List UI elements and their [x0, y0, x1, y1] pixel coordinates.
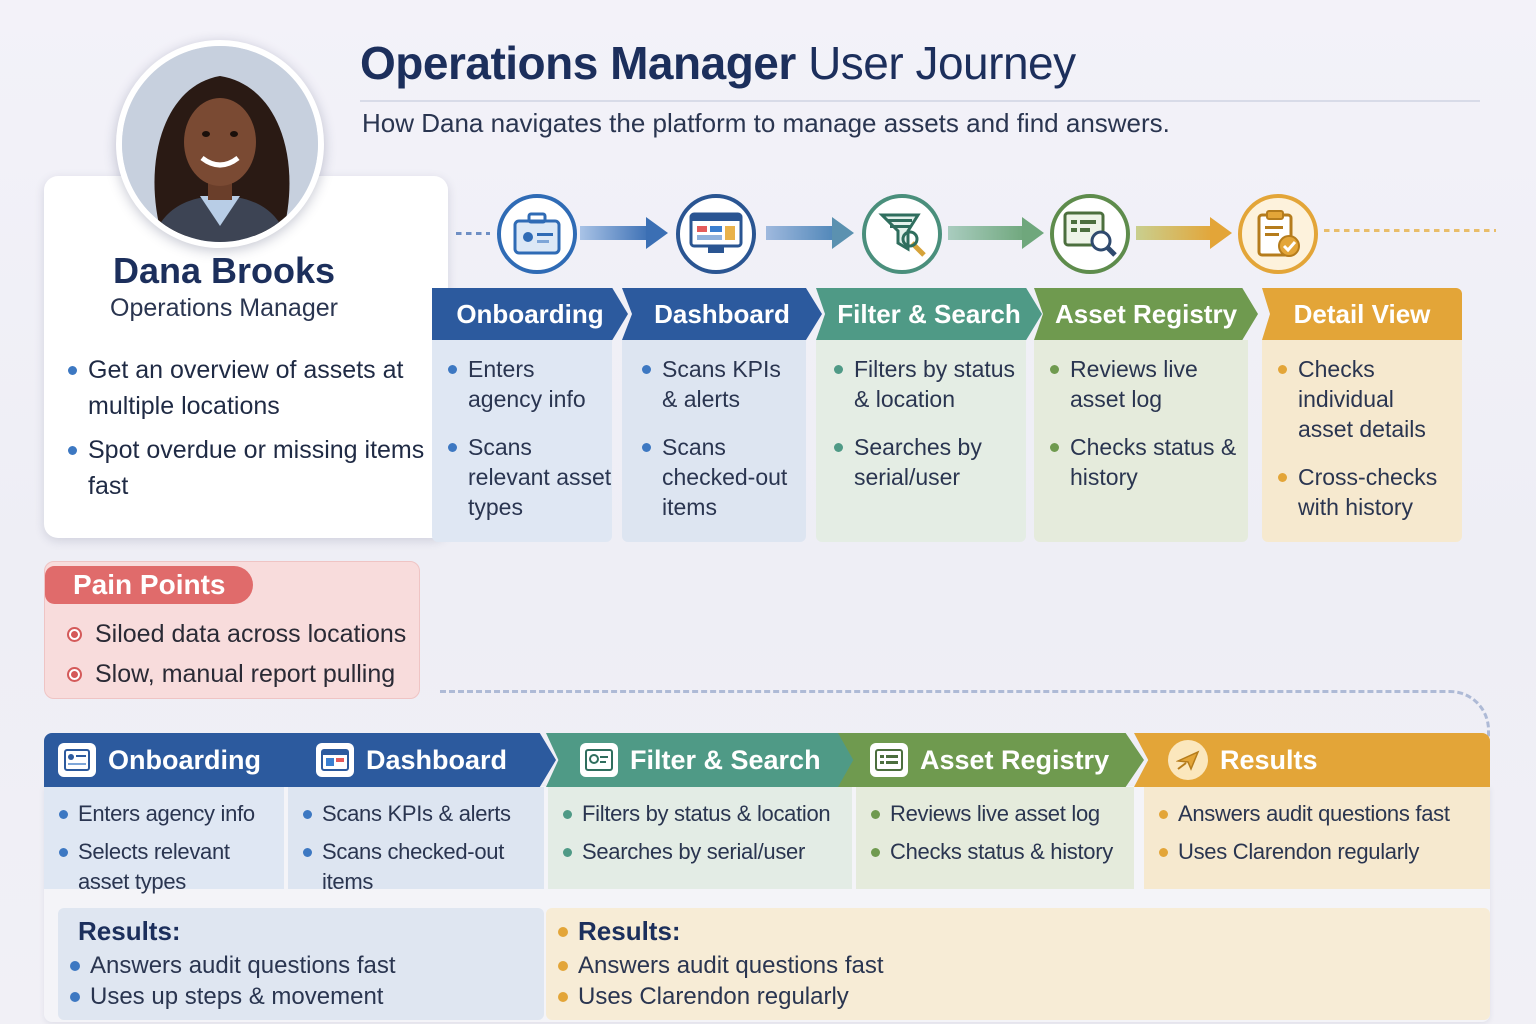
- stage-item: Reviews live asset log: [868, 799, 1128, 829]
- flow-start-dashes: [456, 232, 490, 235]
- flow-arrow: [580, 217, 668, 249]
- id-card-icon: [58, 743, 96, 777]
- stage-item: Checks status & history: [868, 837, 1128, 867]
- tab-label: Onboarding: [108, 744, 261, 775]
- registry-magnifier-icon: [1050, 194, 1130, 274]
- results-right-panel: Results: Answers audit questions fast Us…: [546, 908, 1490, 1020]
- stage-tab-onboarding[interactable]: Onboarding: [432, 288, 628, 340]
- persona-name: Dana Brooks: [112, 250, 336, 291]
- stage-asset-registry-list: Reviews live asset log Checks status & h…: [1034, 340, 1248, 510]
- result-item: Answers audit questions fast: [68, 950, 396, 981]
- stage-item: Filters by status & location: [560, 799, 844, 829]
- stage-item: Uses Clarendon regularly: [1156, 837, 1484, 867]
- persona-role: Operations Manager: [110, 294, 338, 322]
- avatar: [116, 40, 324, 248]
- stage-detail-view-list: Checks individual asset details Cross-ch…: [1262, 340, 1462, 540]
- result-item: Answers audit questions fast: [556, 950, 884, 981]
- stage-filter-search-list: Filters by status & location Searches by…: [818, 340, 1032, 510]
- stage-panel-detail-view: [1262, 340, 1462, 542]
- bottom-filter-search-list: Filters by status & location Searches by…: [550, 787, 850, 875]
- stage-tab-dashboard[interactable]: Dashboard: [622, 288, 822, 340]
- flow-arrow: [948, 217, 1044, 249]
- result-item: Uses up steps & movement: [68, 981, 396, 1012]
- title-light: User Journey: [808, 37, 1076, 89]
- bottom-onboarding-list: Enters agency info Selects relevant asse…: [46, 787, 286, 905]
- dashboard-window-icon: [316, 743, 354, 777]
- stage-item: Selects relevant asset types: [56, 837, 280, 897]
- results-right-list: Answers audit questions fast Uses Claren…: [556, 950, 884, 1012]
- list-icon: [870, 743, 908, 777]
- pain-point-item: Siloed data across locations: [65, 614, 406, 654]
- stage-item: Enters agency info: [56, 799, 280, 829]
- stage-item: Reviews live asset log: [1048, 354, 1240, 414]
- bottom-tab-onboarding[interactable]: Onboarding: [44, 733, 300, 787]
- bottom-tab-filter-search[interactable]: Filter & Search: [546, 733, 856, 787]
- results-right-bullet: [558, 927, 568, 937]
- bottom-dashboard-list: Scans KPIs & alerts Scans checked-out it…: [290, 787, 550, 905]
- stage-item: Answers audit questions fast: [1156, 799, 1484, 829]
- stage-item: Searches by serial/user: [832, 432, 1024, 492]
- tab-label: Filter & Search: [630, 744, 821, 775]
- pain-points-title: Pain Points: [45, 566, 254, 604]
- stage-panel-onboarding: [432, 340, 612, 542]
- stage-item: Scans KPIs & alerts: [300, 799, 544, 829]
- goal-item: Get an overview of assets at multiple lo…: [66, 352, 426, 424]
- results-left-panel: Results: Answers audit questions fast Us…: [58, 908, 544, 1020]
- clipboard-check-icon: [1238, 194, 1318, 274]
- bottom-panel-asset-registry: [856, 787, 1134, 889]
- stage-item: Filters by status & location: [832, 354, 1024, 414]
- journey-loop-connector: [440, 690, 1490, 740]
- id-search-icon: [580, 743, 618, 777]
- results-left-list: Answers audit questions fast Uses up ste…: [68, 950, 396, 1012]
- bottom-results-list: Answers audit questions fast Uses Claren…: [1146, 787, 1490, 875]
- bottom-panel-filter-search: [548, 787, 852, 889]
- briefcase-icon: [497, 194, 577, 274]
- stage-item: Searches by serial/user: [560, 837, 844, 867]
- bottom-tab-results[interactable]: Results: [1134, 733, 1490, 787]
- bottom-panel-onboarding: [44, 787, 284, 889]
- stage-item: Scans KPIs & alerts: [640, 354, 802, 414]
- stage-tab-filter-search[interactable]: Filter & Search: [816, 288, 1042, 340]
- plane-result-icon: [1168, 740, 1208, 780]
- bottom-tab-asset-registry[interactable]: Asset Registry: [838, 733, 1144, 787]
- stage-item: Scans relevant asset types: [446, 432, 614, 522]
- tab-label: Asset Registry: [920, 744, 1110, 775]
- stage-panel-filter-search: [816, 340, 1026, 542]
- flow-end-dashes: [1324, 229, 1496, 232]
- page-subtitle: How Dana navigates the platform to manag…: [362, 108, 1170, 138]
- filter-search-icon: [862, 194, 942, 274]
- stage-item: Checks status & history: [1048, 432, 1240, 492]
- stage-tab-detail-view[interactable]: Detail View: [1262, 288, 1462, 340]
- goal-item: Spot overdue or missing items fast: [66, 432, 426, 504]
- stage-onboarding-list: Enters agency info Scans relevant asset …: [432, 340, 622, 540]
- results-right-title: Results:: [578, 916, 681, 946]
- stage-item: Checks individual asset details: [1276, 354, 1454, 444]
- page-title: Operations Manager User Journey: [360, 36, 1076, 90]
- tab-label: Dashboard: [366, 744, 508, 775]
- bottom-panel-results: [1144, 787, 1490, 889]
- stage-tab-asset-registry[interactable]: Asset Registry: [1034, 288, 1258, 340]
- results-left-title: Results:: [78, 916, 181, 946]
- stage-item: Cross-checks with history: [1276, 462, 1454, 522]
- stage-panel-dashboard: [622, 340, 806, 542]
- stage-item: Scans checked-out items: [300, 837, 544, 897]
- tab-label: Results: [1220, 744, 1318, 775]
- bottom-tab-dashboard[interactable]: Dashboard: [286, 733, 556, 787]
- bottom-asset-registry-list: Reviews live asset log Checks status & h…: [858, 787, 1134, 875]
- stage-panel-asset-registry: [1034, 340, 1248, 542]
- stage-dashboard-list: Scans KPIs & alerts Scans checked-out it…: [626, 340, 810, 540]
- result-item: Uses Clarendon regularly: [556, 981, 884, 1012]
- title-bold: Operations Manager: [360, 37, 796, 89]
- flow-arrow: [766, 217, 854, 249]
- pain-point-item: Slow, manual report pulling: [65, 654, 406, 694]
- bottom-panel-dashboard: [288, 787, 544, 889]
- title-divider: [360, 100, 1480, 102]
- flow-arrow: [1136, 217, 1232, 249]
- stage-item: Scans checked-out items: [640, 432, 802, 522]
- monitor-dashboard-icon: [676, 194, 756, 274]
- pain-points-panel: Pain Points Siloed data across locations…: [44, 561, 420, 699]
- persona-goals: Get an overview of assets at multiple lo…: [66, 352, 426, 512]
- pain-points-list: Siloed data across locations Slow, manua…: [65, 614, 406, 694]
- stage-item: Enters agency info: [446, 354, 614, 414]
